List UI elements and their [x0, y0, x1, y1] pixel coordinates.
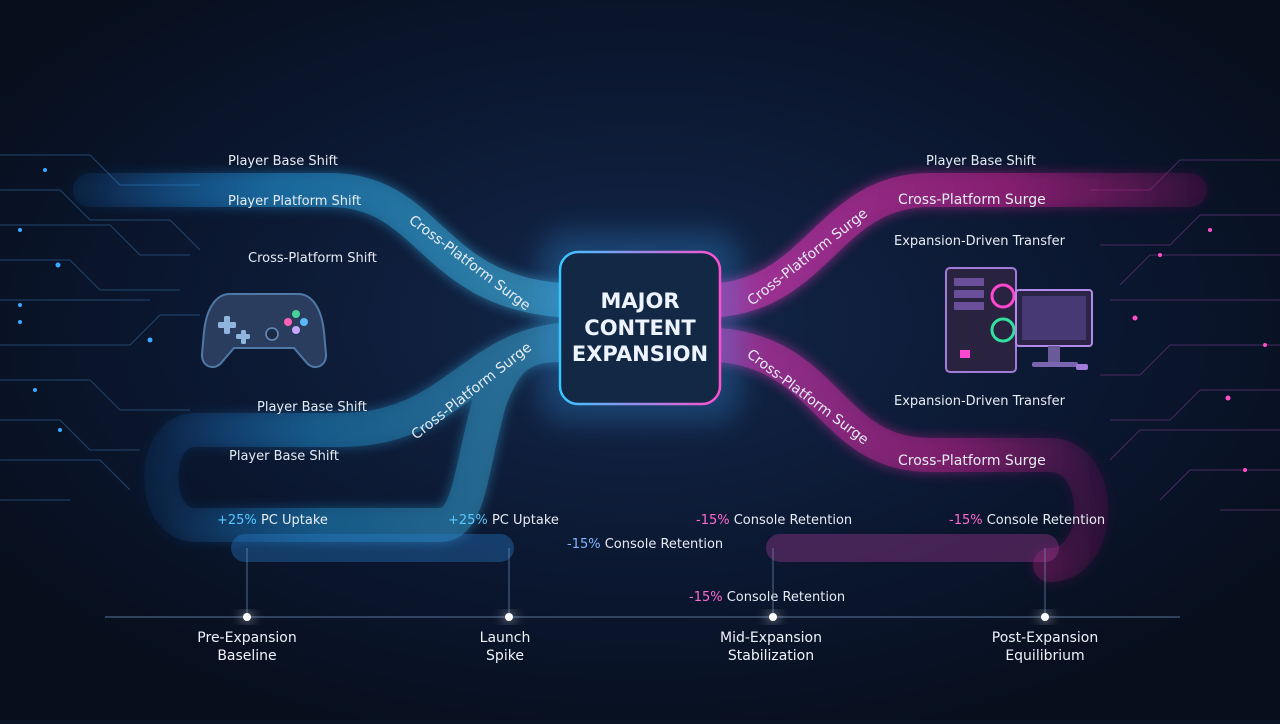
right-label-player-base-shift-top: Player Base Shift [926, 154, 1036, 169]
hub-title-line-3: EXPANSION [572, 342, 708, 366]
left-label-player-base-shift-loop: Player Base Shift [229, 449, 339, 464]
left-label-player-platform-shift: Player Platform Shift [228, 194, 361, 209]
desktop-pc-icon [945, 267, 1093, 373]
timeline-stage-1-line-2: Baseline [217, 648, 276, 664]
left-label-cross-platform-shift: Cross-Platform Shift [248, 251, 377, 266]
metric-console-retention-upper: -15% Console Retention [696, 513, 852, 528]
central-hub: MAJOR CONTENT EXPANSION [540, 232, 740, 422]
timeline-marker-4 [1041, 613, 1049, 621]
timeline-stage-2-line-1: Launch [480, 630, 531, 646]
timeline-stage-4-line-1: Post-Expansion [992, 630, 1098, 646]
circuit-nodes-right [1132, 228, 1267, 472]
timeline: Pre-Expansion Baseline Launch Spike Mid-… [105, 548, 1180, 664]
right-label-transfer-upper: Expansion-Driven Transfer [894, 234, 1066, 249]
timeline-stage-2-line-2: Spike [486, 648, 524, 664]
circuit-nodes-left [18, 168, 153, 432]
right-label-surge-top: Cross-Platform Surge [898, 192, 1046, 208]
right-label-transfer-lower: Expansion-Driven Transfer [894, 394, 1066, 409]
metric-console-retention-center: -15% Console Retention [567, 537, 723, 552]
metric-console-retention-bottom: -15% Console Retention [689, 590, 845, 605]
hub-title-line-1: MAJOR [601, 289, 680, 313]
timeline-marker-2 [505, 613, 513, 621]
timeline-stage-4-line-2: Equilibrium [1005, 648, 1084, 664]
timeline-stage-3-line-2: Stabilization [728, 648, 814, 664]
metric-pc-uptake-1: +25% PC Uptake [217, 513, 328, 528]
left-label-player-base-shift-mid: Player Base Shift [257, 400, 367, 415]
timeline-stage-3-line-1: Mid-Expansion [720, 630, 822, 646]
timeline-stage-1-line-1: Pre-Expansion [197, 630, 296, 646]
timeline-marker-1 [243, 613, 251, 621]
timeline-marker-3 [769, 613, 777, 621]
left-label-player-base-shift-top: Player Base Shift [228, 154, 338, 169]
right-label-surge-bottom: Cross-Platform Surge [898, 453, 1046, 469]
gamepad-icon [200, 293, 328, 369]
metric-console-retention-right: -15% Console Retention [949, 513, 1105, 528]
hub-title-line-2: CONTENT [584, 316, 696, 340]
metric-pc-uptake-2: +25% PC Uptake [448, 513, 559, 528]
